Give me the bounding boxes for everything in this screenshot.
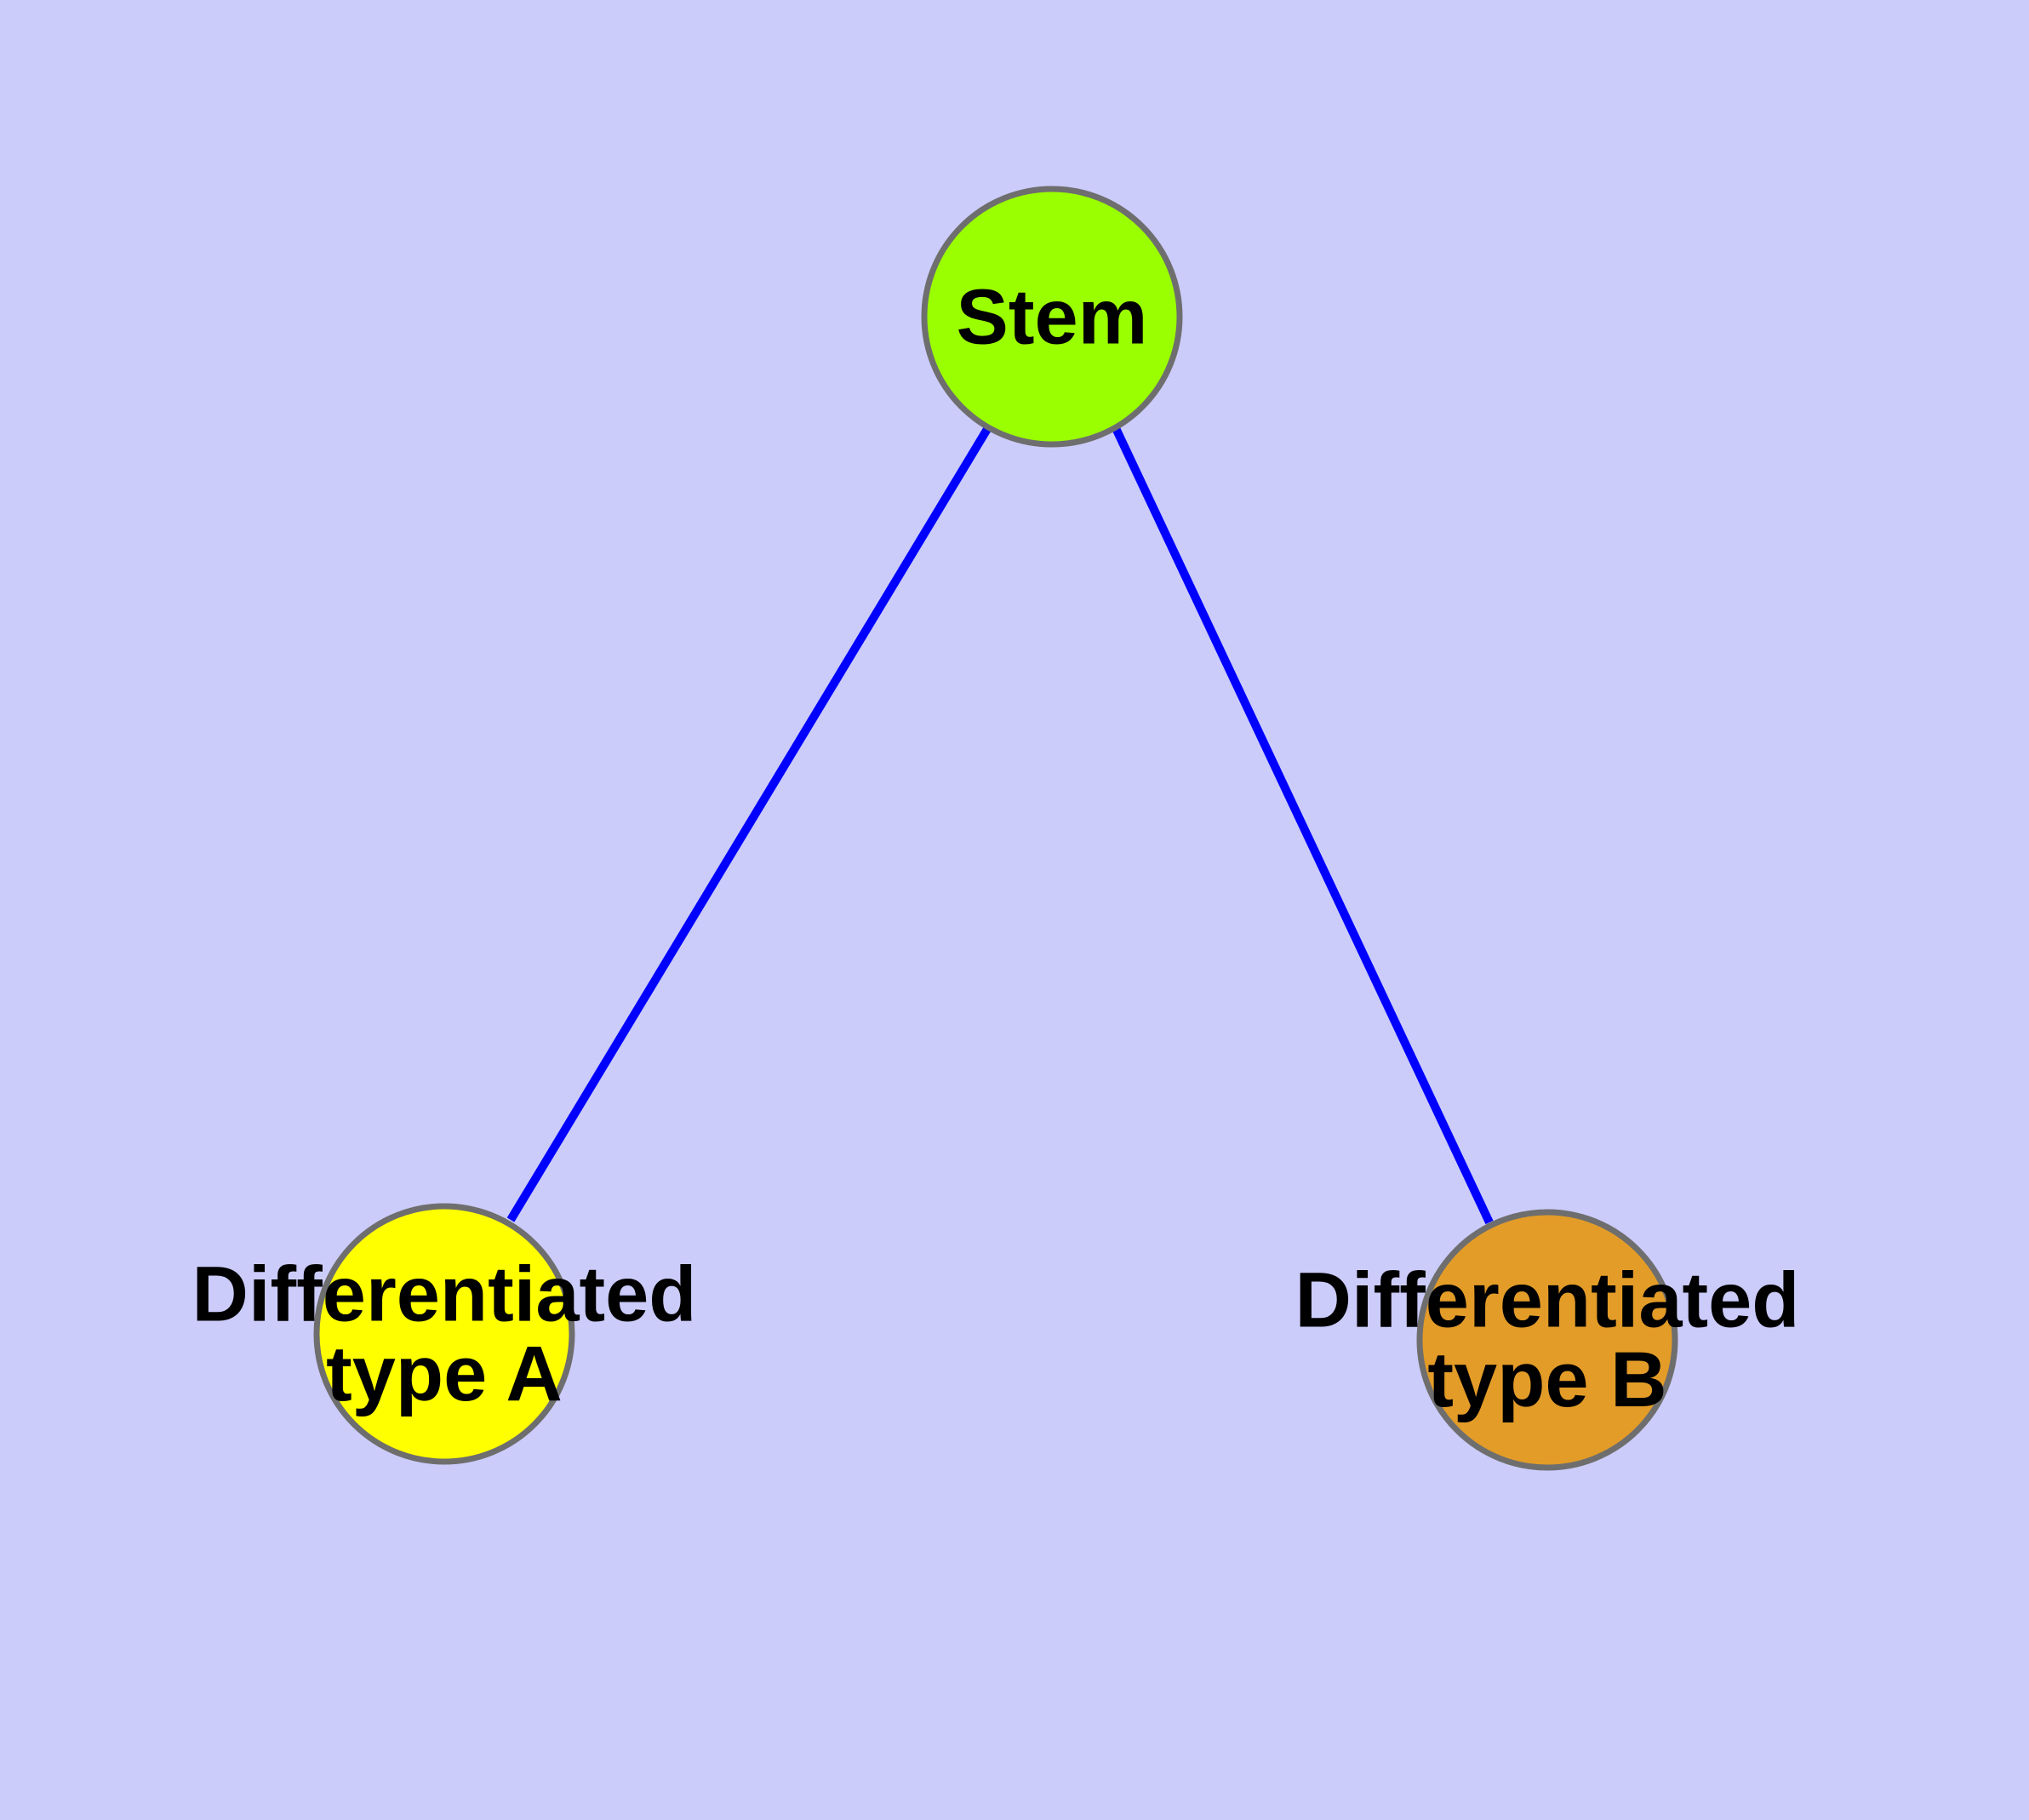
nodes-layer: [313, 186, 1678, 1471]
edges-layer: [506, 426, 1494, 1225]
node-stem[interactable]: [921, 186, 1183, 448]
node-label-line: Differentiated: [192, 1251, 697, 1337]
node-differentiated-type-a[interactable]: [313, 1203, 575, 1465]
node-label-line: type A: [326, 1331, 563, 1417]
node-label-stem: Stem: [957, 273, 1148, 360]
node-label-line: Differentiated: [1295, 1256, 1800, 1343]
node-label-line: type B: [1427, 1336, 1666, 1423]
node-differentiated-type-b[interactable]: [1416, 1209, 1678, 1471]
node-label-line: Stem: [957, 273, 1148, 360]
graph-edge-stem-to-type-a: [506, 426, 992, 1222]
graph-edge-stem-to-type-b: [1112, 426, 1494, 1225]
